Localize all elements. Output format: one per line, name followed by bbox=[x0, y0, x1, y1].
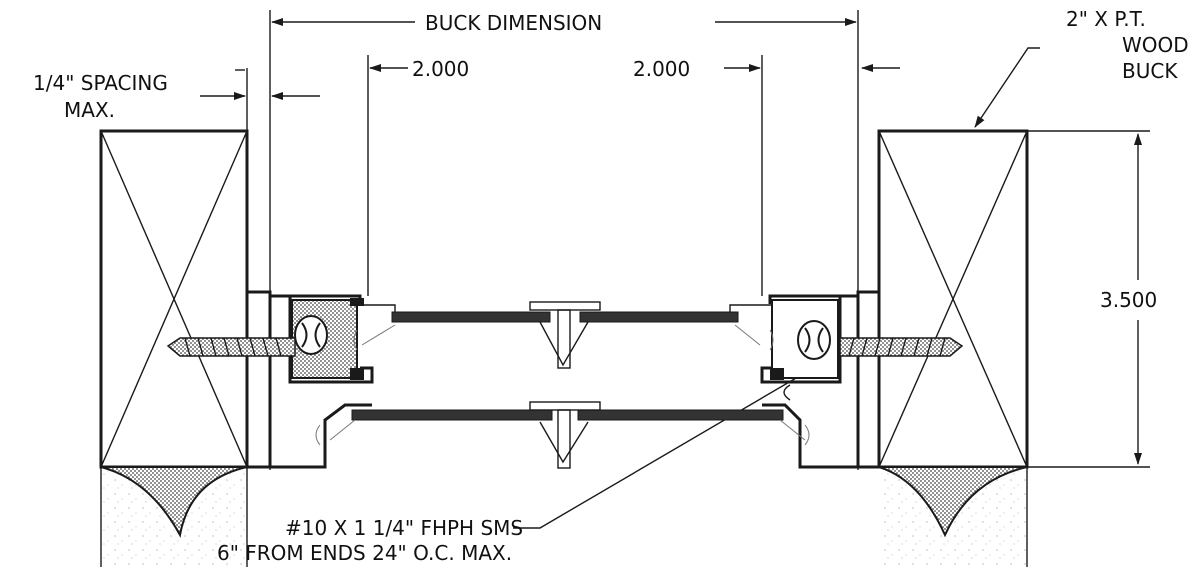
left-screw bbox=[166, 337, 296, 357]
screw-label-line1: #10 X 1 1/4" FHPH SMS bbox=[285, 516, 523, 540]
upper-panel-left bbox=[391, 311, 551, 323]
left-dimension-label: 2.000 bbox=[412, 57, 469, 81]
left-frame-profile bbox=[245, 290, 396, 469]
upper-h-connector bbox=[529, 301, 601, 369]
wood-buck-label-line3: BUCK bbox=[1122, 59, 1178, 83]
wood-buck-label-line1: 2" X P.T. bbox=[1066, 7, 1146, 31]
lower-panel-left bbox=[351, 409, 553, 421]
left-concrete-wall bbox=[100, 466, 248, 567]
spacing-dimension-arrows bbox=[200, 69, 320, 100]
height-dimension-label: 3.500 bbox=[1100, 288, 1157, 312]
lower-h-connector bbox=[529, 401, 601, 469]
lower-panel-right bbox=[577, 409, 784, 421]
extension-lines bbox=[246, 10, 1150, 470]
wood-buck-label-line2: WOOD bbox=[1122, 33, 1189, 57]
right-dimension-label: 2.000 bbox=[633, 57, 690, 81]
right-wood-buck bbox=[877, 129, 1029, 469]
right-screw bbox=[839, 337, 964, 357]
right-frame-profile bbox=[729, 290, 881, 469]
screw-label-line2: 6" FROM ENDS 24" O.C. MAX. bbox=[217, 541, 512, 565]
wood-buck-leader bbox=[974, 47, 1040, 128]
left-wood-buck bbox=[99, 129, 249, 469]
upper-panel-right bbox=[579, 311, 739, 323]
spacing-label-line1: 1/4" SPACING bbox=[33, 71, 168, 95]
right-concrete-wall bbox=[878, 466, 1028, 567]
spacing-label-line2: MAX. bbox=[64, 98, 115, 122]
buck-dimension-label: BUCK DIMENSION bbox=[425, 11, 602, 35]
panel-guide-lines bbox=[315, 324, 810, 446]
